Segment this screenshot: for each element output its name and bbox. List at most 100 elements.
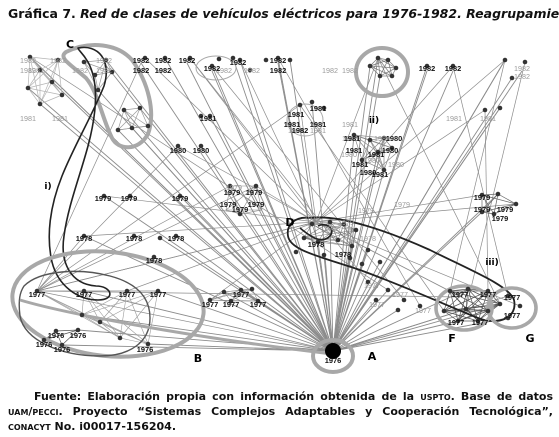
cluster-outline-f: [434, 284, 494, 332]
edge-line: [36, 104, 301, 292]
network-node: [417, 303, 423, 309]
network-node: [253, 183, 259, 189]
edge-line: [361, 137, 385, 161]
cluster-outline-iii: [286, 216, 516, 322]
network-node: [491, 211, 497, 217]
edge-line: [29, 56, 41, 105]
network-node: [92, 72, 98, 78]
year-label: 1979: [232, 205, 248, 214]
edge-line: [481, 203, 517, 213]
network-node: [465, 286, 471, 292]
network-node: [377, 259, 383, 265]
year-label: 1979: [474, 193, 490, 202]
node-layer: [25, 54, 528, 359]
edge-line: [27, 56, 31, 89]
edge-line: [117, 109, 125, 131]
edge-line: [39, 94, 63, 105]
year-label-faded: 1980: [364, 156, 380, 165]
year-label: 1980: [193, 146, 209, 155]
group-label: iii): [485, 258, 498, 268]
year-label-faded: 1982: [96, 66, 112, 75]
network-node: [37, 67, 43, 73]
network-node: [53, 328, 59, 334]
edge-line: [317, 241, 353, 247]
year-label-faded: 1978: [360, 234, 376, 243]
network-node: [497, 301, 503, 307]
network-node: [359, 157, 365, 163]
edge-line: [315, 194, 483, 223]
year-label-faded: 1982: [96, 56, 112, 65]
year-label-faded: 1979: [338, 218, 354, 227]
network-node: [81, 59, 87, 65]
edge-line: [51, 59, 59, 83]
network-node: [173, 233, 179, 239]
edge-line: [239, 185, 257, 215]
edge-line: [36, 145, 179, 292]
year-label-faded: 1979: [394, 200, 410, 209]
group-label: D: [285, 216, 294, 229]
edge-line: [337, 239, 353, 247]
edge-line: [239, 59, 317, 223]
year-label: 1981: [310, 120, 326, 129]
network-node: [55, 57, 61, 63]
year-label: 1979: [121, 194, 137, 203]
edge-line: [225, 209, 241, 215]
edge-line: [144, 57, 317, 223]
network-node: [495, 191, 501, 197]
network-node: [145, 341, 151, 347]
edge-line: [255, 185, 263, 211]
year-label: 1982: [419, 64, 435, 73]
network-node: [49, 79, 55, 85]
edge-line: [223, 291, 259, 302]
edge-line: [36, 290, 334, 352]
edge-line: [369, 137, 385, 141]
year-label-faded: 1981: [310, 126, 326, 135]
year-label: 1979: [95, 194, 111, 203]
network-node: [321, 105, 327, 111]
network-node: [389, 145, 395, 151]
network-node: [198, 143, 204, 149]
network-node: [37, 101, 43, 107]
edge-line: [211, 70, 334, 352]
network-node: [367, 63, 373, 69]
network-node: [95, 87, 101, 93]
edge-line: [481, 194, 495, 215]
year-label: 1976: [70, 331, 86, 340]
edge-line: [387, 59, 393, 77]
year-label-faded: 1982: [514, 64, 530, 73]
edge-line: [481, 194, 517, 205]
network-node: [249, 286, 255, 292]
edge-line: [211, 65, 405, 301]
edge-line: [255, 185, 317, 223]
network-node: [393, 65, 399, 71]
year-label: 1977: [504, 311, 520, 320]
year-label-faded: 1978: [304, 214, 320, 223]
network-node: [34, 288, 40, 294]
edge-line: [317, 241, 334, 352]
edge-line: [369, 139, 379, 153]
network-node: [230, 55, 236, 61]
edge-line: [103, 195, 317, 223]
year-label: 1977: [119, 290, 135, 299]
year-label: 1979: [248, 200, 264, 209]
year-label: 1981: [310, 104, 326, 113]
year-label: 1977: [29, 290, 45, 299]
edge-line: [139, 107, 149, 127]
edge-line: [229, 185, 263, 211]
edge-line: [55, 329, 79, 332]
edge-line: [29, 56, 59, 61]
year-label: 1982: [230, 58, 246, 67]
year-label: 1978: [126, 234, 142, 243]
edge-line: [443, 288, 469, 312]
edge-line: [361, 139, 371, 161]
edge-line: [225, 185, 231, 211]
edge-line: [332, 75, 381, 352]
network-node: [41, 337, 47, 343]
cluster-outline-ii: [354, 46, 410, 98]
network-node: [127, 193, 133, 199]
edge-line: [27, 87, 334, 352]
edge-line: [131, 107, 141, 129]
network-node: [381, 135, 387, 141]
network-node: [385, 287, 391, 293]
